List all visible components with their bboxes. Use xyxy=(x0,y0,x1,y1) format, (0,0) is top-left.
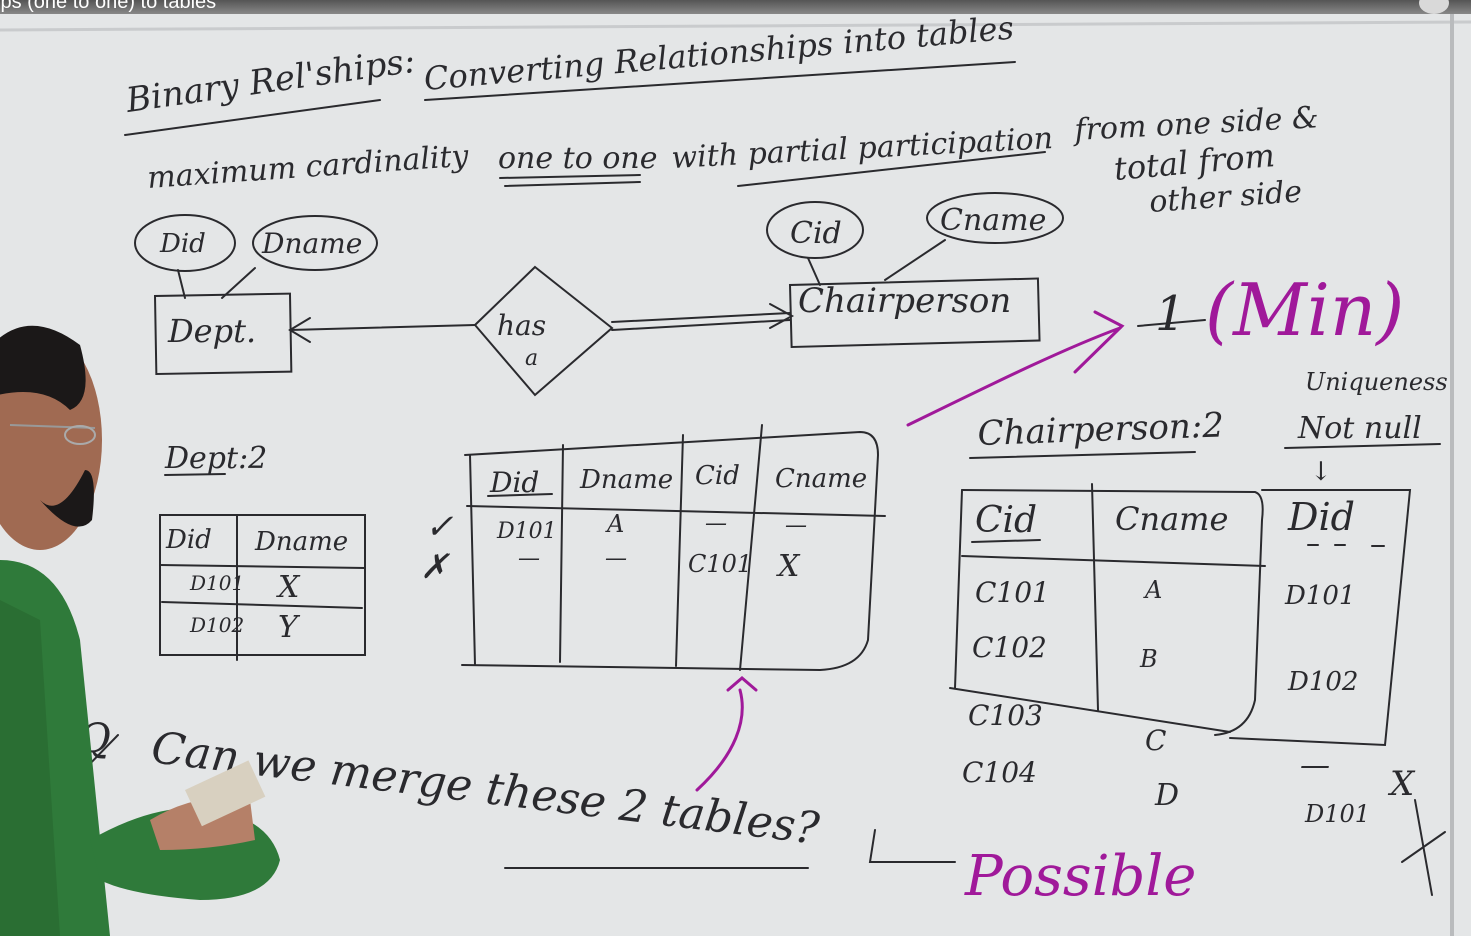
uniqueness-note: Uniqueness xyxy=(1305,368,1448,396)
dept-cell: D102 xyxy=(189,613,244,637)
side-d101: D101 xyxy=(1304,800,1370,828)
presenter xyxy=(0,325,280,936)
side-x: X xyxy=(1387,764,1416,804)
merged-header-cname: Cname xyxy=(775,464,867,494)
side-dash: — xyxy=(1300,748,1330,783)
video-title-bar: ips (one to one) to tables xyxy=(0,0,1471,14)
line2-one-to-one: one to one xyxy=(498,141,657,176)
chair-header-cname: Cname xyxy=(1115,500,1228,538)
merged-cell: X xyxy=(776,549,801,584)
dept-header-dname: Dname xyxy=(254,527,348,557)
min-label: (Min) xyxy=(1205,268,1404,352)
chair-extra-cell: D xyxy=(1154,778,1179,813)
chair-extra-cell: C xyxy=(1145,724,1166,757)
answer-possible: Possible xyxy=(964,844,1196,909)
settings-icon[interactable] xyxy=(1419,0,1449,14)
attr-did: Did xyxy=(159,229,206,259)
dept-cell: Y xyxy=(278,610,301,645)
chair-extra-cell: C104 xyxy=(962,756,1037,789)
merged-cell: — xyxy=(518,546,540,571)
rel-a: a xyxy=(525,346,538,371)
dept-caption: Dept:2 xyxy=(164,441,267,476)
chair-cell: C101 xyxy=(975,576,1050,609)
merged-cell: — xyxy=(605,546,627,571)
merged-cell: C101 xyxy=(688,550,752,578)
attr-cid: Cid xyxy=(790,216,842,251)
dept-header-did: Did xyxy=(165,525,212,555)
merged-cell: A xyxy=(605,510,624,538)
merged-cell: — xyxy=(705,511,727,536)
cross-mark: ✗ xyxy=(420,547,450,587)
chair-extra-cell: C103 xyxy=(968,699,1043,732)
merged-header-did: Did xyxy=(489,466,539,499)
attr-dname: Dname xyxy=(261,227,362,260)
merged-cell: D101 xyxy=(496,519,557,544)
chair-cell: B xyxy=(1139,645,1158,673)
not-null-note: Not null xyxy=(1297,411,1422,446)
dept-cell: D101 xyxy=(189,571,244,595)
merged-header-cid: Cid xyxy=(695,461,740,491)
min-one: 1 xyxy=(1155,286,1186,342)
chair-cell: D102 xyxy=(1287,667,1358,697)
chair-header-cid: Cid xyxy=(975,500,1037,541)
down-arrow: ↓ xyxy=(1310,457,1332,487)
chair-cell: D101 xyxy=(1284,581,1355,611)
chair-header-did: Did xyxy=(1287,495,1355,539)
attr-cname: Cname xyxy=(940,203,1046,238)
chair-cell: A xyxy=(1143,576,1162,604)
chair-caption: Chairperson:2 xyxy=(977,405,1225,454)
dept-cell: X xyxy=(276,570,301,605)
entity-chairperson: Chairperson xyxy=(798,281,1011,321)
video-title: ips (one to one) to tables xyxy=(0,0,217,13)
merged-cell: — xyxy=(785,513,807,538)
check-mark: ✓ xyxy=(425,507,454,547)
rel-has: has xyxy=(497,309,546,342)
chair-cell: C102 xyxy=(972,631,1047,664)
entity-dept: Dept. xyxy=(167,312,256,350)
merged-header-dname: Dname xyxy=(579,465,673,495)
